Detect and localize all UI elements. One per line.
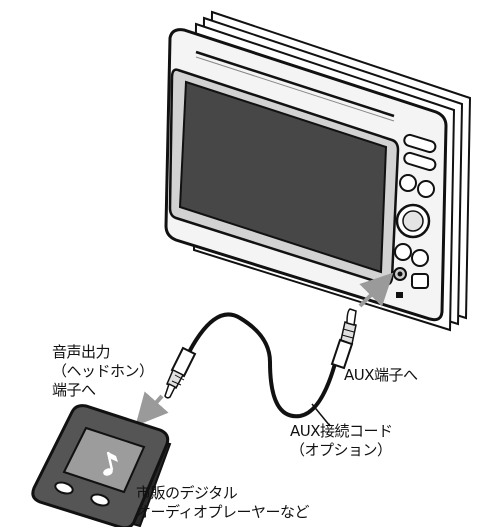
plug-right	[330, 308, 357, 370]
unit-indicator	[396, 292, 403, 298]
aux-cord-label-line: （オプション）	[290, 441, 392, 459]
unit-button	[411, 249, 429, 267]
unit-button	[394, 243, 412, 261]
unit-button	[417, 180, 435, 198]
unit-button	[403, 133, 437, 154]
music-note-icon	[103, 451, 118, 476]
arrow-to-player	[135, 391, 169, 426]
unit-button	[411, 273, 429, 289]
player-button	[90, 493, 110, 507]
cord-leader-line	[311, 403, 331, 427]
plug-left	[164, 346, 197, 399]
aux-cord-label: AUX接続コード （オプション）	[290, 422, 393, 460]
aux-cord-label-line: AUX接続コード	[290, 422, 393, 440]
player-label: 市販のデジタル オーディオプレーヤーなど	[136, 484, 309, 522]
audio-output-label-line: 端子へ	[52, 381, 96, 399]
disc-slot	[195, 50, 395, 118]
unit-button	[403, 151, 437, 172]
player-label-line: オーディオプレーヤーなど	[136, 503, 309, 521]
audio-output-label: 音声出力 （ヘッドホン） 端子へ	[52, 343, 154, 400]
player-button	[54, 481, 74, 495]
player-label-line: 市販のデジタル	[136, 484, 238, 502]
audio-output-label-line: （ヘッドホン）	[52, 362, 154, 380]
audio-player	[31, 404, 172, 527]
arrow-to-unit	[358, 272, 394, 308]
aux-port-label: AUX端子へ	[344, 366, 418, 384]
aux-cable	[164, 308, 357, 419]
unit-button	[399, 174, 417, 192]
head-unit	[164, 10, 472, 332]
unit-screen	[178, 80, 388, 274]
player-screen	[62, 426, 146, 494]
audio-output-label-line: 音声出力	[52, 343, 111, 361]
